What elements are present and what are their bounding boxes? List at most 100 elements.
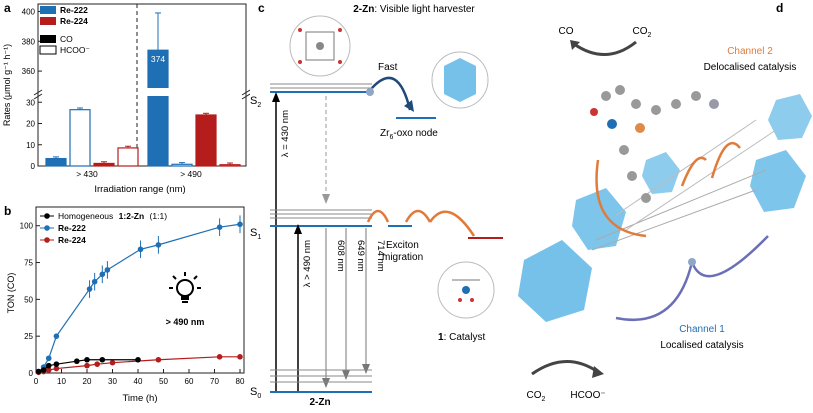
bar [45, 157, 67, 167]
data-point [45, 367, 52, 373]
s2-sub: 2 [257, 102, 261, 109]
legend-swatch-re224 [40, 17, 56, 25]
co2-top-sub: 2 [648, 32, 652, 39]
x-tick-label: 40 [134, 377, 143, 386]
ground-state-label: 2-Zn [309, 397, 330, 408]
catalyst-molecule [590, 85, 719, 203]
panel-a-label: a [4, 1, 11, 15]
panel-c: c 2-Zn: Visible light harvester S2 Fast … [248, 0, 506, 408]
data-point [137, 246, 144, 253]
axes-frame-b [35, 206, 245, 374]
legend-marker-re222 [44, 225, 50, 231]
s2-levels [270, 83, 374, 96]
legend-homog-ratio: (1:1) [150, 211, 168, 221]
legend-marker-re224 [44, 237, 50, 243]
y-tick-label: 50 [24, 295, 33, 304]
data-point [99, 356, 106, 363]
data-point [53, 365, 60, 372]
title-rest: : Visible light harvester [374, 4, 475, 15]
channel2-arrow-1 [595, 159, 647, 238]
data-point [84, 362, 90, 369]
y-axis-label-b: TON (CO) [6, 273, 16, 314]
s1-sub: 1 [257, 234, 261, 241]
co2-bot-sub: 2 [542, 396, 546, 403]
reduction-arrowhead-top [570, 40, 580, 50]
y-axis-label: Rates (μmol g⁻¹ h⁻¹) [2, 44, 12, 126]
data-point [53, 333, 60, 339]
fast-arrowhead [404, 100, 414, 112]
data-point [216, 224, 223, 230]
y-tick-label-low: 20 [26, 120, 35, 129]
data-point [216, 354, 223, 360]
mof-structure [518, 94, 812, 322]
emission-arrows [322, 228, 370, 388]
x-tick-label: 20 [83, 377, 92, 386]
channel2-arrow-2 [680, 156, 707, 187]
lambda-430-label: λ = 430 nm [280, 110, 291, 157]
light-bulb-icon [169, 272, 201, 303]
data-point [84, 356, 90, 363]
x-tick-label: 50 [159, 377, 168, 386]
legend-re222-b: Re-222 [58, 223, 86, 233]
absorb-490-head [294, 224, 302, 234]
node-sub: 6 [389, 134, 393, 141]
y-tick-label-low: 0 [31, 162, 36, 171]
data-point [155, 356, 162, 363]
channel1-arrow-1 [690, 235, 769, 278]
relaxation-head [322, 194, 330, 204]
exciton-label-2: migration [382, 252, 423, 263]
bar [117, 147, 139, 167]
reduction-arrow-top [573, 40, 637, 56]
data-point [45, 355, 52, 362]
x-tick-label: 60 [185, 377, 194, 386]
s0-sub: 0 [257, 393, 261, 400]
panel-b-label: b [4, 204, 11, 218]
wavelength-label: > 490 nm [166, 317, 205, 327]
bar [147, 49, 169, 167]
data-point [45, 362, 52, 369]
channel2-desc: Delocalised catalysis [704, 62, 797, 73]
axes-frame [37, 3, 247, 167]
legend-marker-homog [44, 213, 50, 219]
x-tick-label: 0 [34, 377, 39, 386]
data-point [135, 356, 141, 363]
co2-bot-text: CO [527, 390, 542, 401]
legend: Re-222 Re-224 CO HCOO⁻ [39, 5, 91, 55]
data-point [74, 358, 80, 365]
y-tick-label-high: 400 [22, 7, 36, 16]
co2-top-label: CO2 [633, 26, 652, 39]
x-axis-label-b: Time (h) [122, 393, 157, 404]
s2-label: S2 [250, 95, 261, 109]
co2-top-text: CO [633, 26, 648, 37]
reduction-arrowhead-bottom [592, 366, 604, 378]
bar [69, 109, 91, 167]
bar [171, 163, 193, 167]
zr-node-circle [431, 51, 489, 109]
fast-arrow [371, 76, 412, 111]
bar-break [147, 88, 169, 96]
panel-a-chart: a Rates (μmol g⁻¹ h⁻¹) 0102030360380400 … [2, 1, 251, 195]
y-tick-label-low: 30 [26, 98, 35, 107]
legend-hcoo: HCOO⁻ [60, 45, 91, 55]
catalyst-circle [437, 261, 495, 319]
legend-b: Homogeneous 1:2-Zn (1:1) Re-222 Re-224 [40, 211, 167, 245]
channel1-desc: Localised catalysis [660, 340, 743, 351]
zr-node-label: Zr6-oxo node [380, 128, 438, 141]
legend-swatch-hcoo [39, 45, 57, 55]
fast-label: Fast [378, 62, 398, 73]
reduction-arrow-bottom [531, 360, 599, 376]
catalyst-label: 1: Catalyst [438, 332, 485, 343]
s1-text: S [250, 227, 257, 239]
y-tick-label: 100 [20, 222, 34, 231]
bar-value-label: 374 [151, 54, 165, 64]
panel-c-diagram: c 2-Zn: Visible light harvester S2 Fast … [250, 1, 503, 408]
channel1-arrow-2 [615, 261, 694, 321]
y-tick-label: 75 [24, 259, 33, 268]
co-top-label: CO [559, 26, 574, 37]
catalyst-rest: : Catalyst [444, 332, 486, 343]
y-tick-label-high: 360 [22, 67, 36, 76]
em-714-label: 714 nm [375, 240, 386, 272]
legend-homog-bold: 1:2-Zn [119, 211, 145, 221]
